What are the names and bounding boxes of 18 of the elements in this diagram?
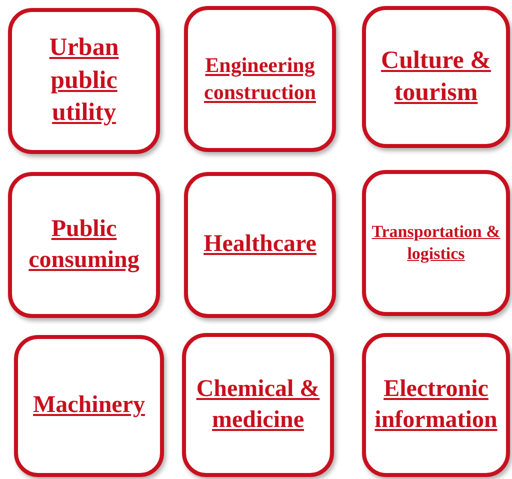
box-label: Machinery bbox=[33, 391, 145, 420]
box-label: Urban public utility bbox=[48, 33, 120, 128]
rounded-box bbox=[8, 8, 160, 154]
rounded-box bbox=[362, 170, 510, 316]
rounded-box bbox=[182, 333, 334, 477]
rounded-box bbox=[362, 333, 510, 477]
rounded-box bbox=[184, 172, 336, 318]
rounded-box bbox=[8, 172, 160, 318]
rounded-box bbox=[184, 6, 336, 152]
rounded-box bbox=[362, 6, 510, 148]
box-label: Public consuming bbox=[28, 214, 140, 275]
box-label: Chemical & medicine bbox=[195, 374, 321, 435]
box-label: Engineering construction bbox=[203, 52, 317, 106]
box-label: Transportation & logistics bbox=[370, 220, 502, 265]
box-label: Culture & tourism bbox=[380, 46, 492, 108]
box-label: Electronic information bbox=[374, 374, 498, 435]
box-label: Healthcare bbox=[204, 230, 316, 260]
rounded-box bbox=[14, 335, 164, 477]
